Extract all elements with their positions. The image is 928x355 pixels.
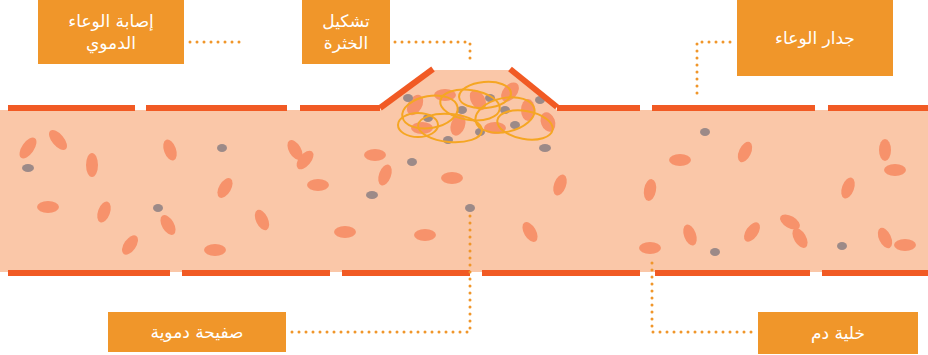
wall-segment: [182, 270, 330, 276]
wall-segment: [828, 105, 928, 111]
platelet: [153, 204, 163, 212]
wall-segment: [380, 69, 433, 108]
fibrin-strand: [398, 113, 438, 137]
label-text: خلية دم: [811, 322, 865, 344]
label-text: جدار الوعاء: [775, 27, 855, 49]
blood-cells: [16, 127, 916, 258]
wall-segment: [342, 270, 470, 276]
label-text-group: إصابة الوعاء الدموي: [48, 10, 174, 54]
leader-line: [190, 41, 240, 44]
fibrin-strand: [417, 111, 483, 144]
blood-cell: [293, 148, 316, 173]
blood-cell: [214, 175, 235, 200]
platelet: [366, 191, 378, 199]
wall-segment: [557, 105, 640, 111]
label-text-group: جدار الوعاء: [775, 27, 855, 49]
label-text: صفيحة دموية: [151, 321, 244, 343]
blood-cell: [204, 244, 226, 256]
blood-cell: [642, 178, 658, 202]
blood-cell: [46, 127, 71, 153]
blood-cell: [16, 135, 40, 162]
label-box: إصابة الوعاء الدموي: [38, 0, 184, 64]
vessel-wall: [8, 69, 928, 273]
fibrin-strand: [495, 106, 555, 143]
leader-line: [292, 212, 470, 332]
blood-cell: [441, 172, 463, 184]
blood-cell: [414, 229, 436, 241]
platelet: [539, 144, 551, 152]
blood-cell: [741, 220, 763, 245]
blood-cell: [884, 164, 906, 176]
label-text-group: تشكيل الخثرة: [312, 10, 380, 54]
blood-cell: [376, 163, 395, 188]
vessel-lumen: [0, 110, 928, 272]
blood-cell: [735, 139, 755, 164]
blood-cell: [839, 176, 858, 201]
platelet: [403, 94, 413, 102]
platelet: [217, 144, 227, 152]
wall-segment: [652, 105, 815, 111]
blood-cell: [161, 138, 180, 163]
wall-segment: [8, 105, 135, 111]
blood-cell: [875, 225, 895, 250]
wall-segment: [822, 270, 928, 276]
blood-cell: [681, 223, 700, 248]
leader-lines: [190, 42, 751, 332]
blood-cell: [119, 233, 141, 258]
label-text: تشكيل الخثرة: [312, 10, 380, 54]
fibrin-strand: [458, 80, 512, 110]
wall-segment: [482, 270, 640, 276]
blood-cell: [669, 154, 691, 166]
wall-segment: [655, 270, 810, 276]
wall-segment: [300, 105, 380, 111]
blood-cell: [307, 179, 329, 191]
blood-cell: [157, 212, 178, 237]
wall-segment: [8, 270, 170, 276]
leader-line: [652, 258, 751, 332]
label-text-group: صفيحة دموية: [151, 321, 244, 343]
label-box: جدار الوعاء: [737, 0, 893, 76]
blood-cell: [364, 149, 386, 161]
blood-cell: [252, 207, 272, 232]
label-text: إصابة الوعاء الدموي: [48, 10, 174, 54]
blood-cell: [86, 153, 98, 177]
platelet: [465, 204, 475, 212]
label-text-group: خلية دم: [811, 322, 865, 344]
blood-cell: [37, 201, 59, 213]
platelet: [22, 164, 34, 172]
platelet: [407, 158, 417, 166]
blood-cell: [95, 200, 114, 225]
fibrin-strand: [400, 91, 461, 132]
label-box: تشكيل الخثرة: [302, 0, 390, 64]
label-box: خلية دم: [758, 312, 918, 354]
leader-line: [395, 42, 470, 62]
platelet: [710, 248, 720, 256]
platelets: [22, 128, 847, 256]
platelet: [700, 128, 710, 136]
blood-cell: [879, 139, 891, 161]
blood-cell: [551, 173, 570, 198]
blood-cell: [894, 239, 916, 251]
leader-line: [697, 42, 730, 100]
blood-cell: [519, 219, 540, 244]
wall-segment: [146, 105, 287, 111]
label-box: صفيحة دموية: [108, 312, 286, 352]
blood-cell: [334, 226, 356, 238]
blood-cell: [789, 225, 810, 250]
blood-cell: [538, 110, 558, 134]
blood-cell: [639, 242, 661, 254]
platelet: [837, 242, 847, 250]
wall-segment: [510, 69, 557, 107]
